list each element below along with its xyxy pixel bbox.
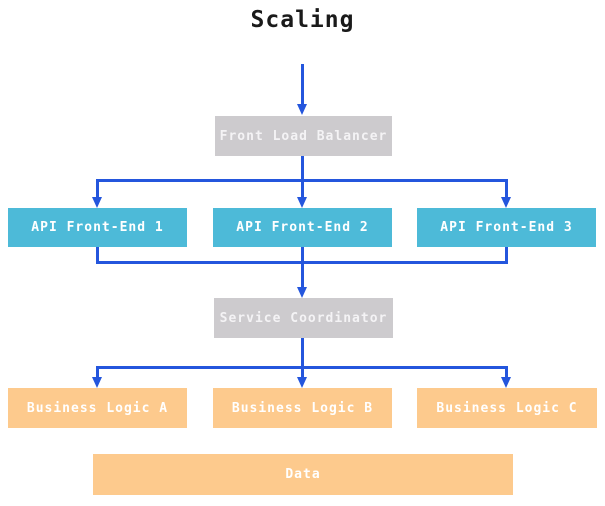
node-api-front-end-2: API Front-End 2 bbox=[213, 208, 392, 247]
arrowhead-down-icon bbox=[297, 197, 307, 208]
arrowhead-down-icon bbox=[297, 287, 307, 298]
edge-line bbox=[96, 179, 99, 198]
edge-line bbox=[505, 179, 508, 198]
node-label: API Front-End 1 bbox=[31, 220, 164, 235]
edge-line bbox=[301, 247, 304, 287]
node-api-front-end-3: API Front-End 3 bbox=[417, 208, 596, 247]
node-data: Data bbox=[93, 454, 513, 495]
edge-line bbox=[301, 156, 304, 182]
node-front-load-balancer: Front Load Balancer bbox=[215, 116, 392, 156]
arrowhead-down-icon bbox=[501, 197, 511, 208]
node-business-logic-b: Business Logic B bbox=[213, 388, 392, 428]
edge-line bbox=[505, 247, 508, 264]
node-api-front-end-1: API Front-End 1 bbox=[8, 208, 187, 247]
node-label: Data bbox=[285, 467, 321, 482]
node-label: Service Coordinator bbox=[219, 310, 388, 326]
node-label: API Front-End 3 bbox=[440, 220, 573, 235]
diagram-title: Scaling bbox=[250, 7, 355, 33]
arrowhead-down-icon bbox=[297, 104, 307, 115]
edge-line bbox=[96, 247, 99, 264]
edge-line bbox=[96, 366, 99, 377]
node-label: Business Logic B bbox=[231, 400, 374, 416]
arrowhead-down-icon bbox=[92, 197, 102, 208]
node-business-logic-a: Business Logic A bbox=[8, 388, 187, 428]
arrowhead-down-icon bbox=[297, 377, 307, 388]
edge-line bbox=[301, 366, 304, 377]
node-label: Business Logic C bbox=[436, 400, 578, 416]
node-label: Front Load Balancer bbox=[219, 128, 388, 144]
node-service-coordinator: Service Coordinator bbox=[214, 298, 393, 338]
node-label: Business Logic A bbox=[26, 400, 169, 416]
node-business-logic-c: Business Logic C bbox=[417, 388, 597, 428]
edge-line bbox=[301, 64, 304, 106]
arrowhead-down-icon bbox=[92, 377, 102, 388]
edge-line bbox=[301, 338, 304, 369]
node-label: API Front-End 2 bbox=[236, 220, 369, 235]
arrowhead-down-icon bbox=[501, 377, 511, 388]
edge-line bbox=[505, 366, 508, 377]
edge-line bbox=[301, 179, 304, 198]
